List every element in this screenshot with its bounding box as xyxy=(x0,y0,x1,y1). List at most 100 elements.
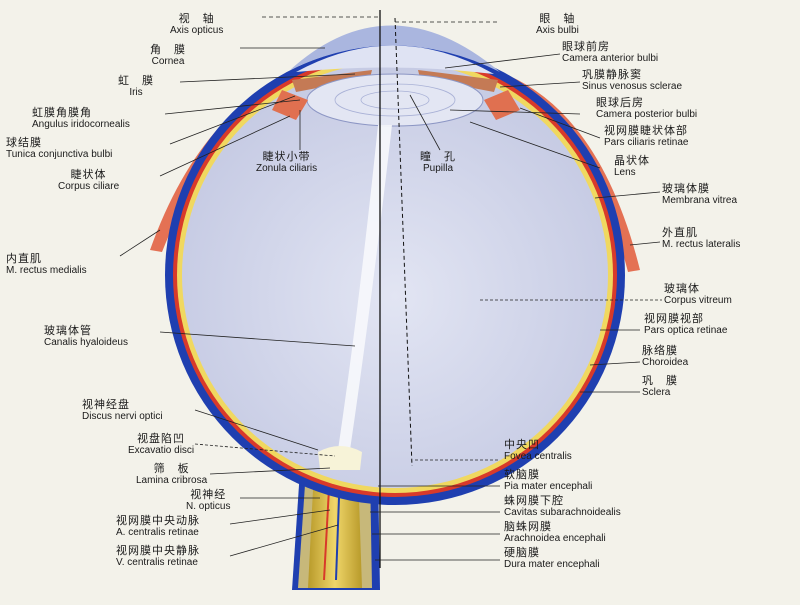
label-la: Lens xyxy=(614,167,636,178)
label-la: Corpus vitreum xyxy=(664,295,732,306)
label-zh: 虹膜角膜角 xyxy=(32,107,92,119)
label-la: Membrana vitrea xyxy=(662,195,738,206)
label-zh: 脑蛛网膜 xyxy=(504,521,552,533)
label-zh: 巩膜静脉窦 xyxy=(582,69,642,81)
iris-left xyxy=(292,70,372,92)
label-zh: 球结膜 xyxy=(6,137,42,149)
label-lamina-cribrosa: 筛 板 Lamina cribrosa xyxy=(136,463,208,487)
label-la: Lamina cribrosa xyxy=(136,475,208,486)
label-zh: 筛 板 xyxy=(153,463,190,475)
eye-axis-line xyxy=(394,17,413,467)
label-zh: 外直肌 xyxy=(662,227,698,239)
label-discus-nervi: 视神经盘 Discus nervi optici xyxy=(82,399,163,423)
label-zh: 视网膜中央动脉 xyxy=(116,515,200,527)
label-rectus-lateralis: 外直肌 M. rectus lateralis xyxy=(662,227,741,251)
cornea xyxy=(290,25,500,72)
label-la: N. opticus xyxy=(186,501,231,512)
label-pia-mater: 软脑膜 Pia mater encephali xyxy=(504,470,593,493)
label-pupilla: 瞳 孔 Pupilla xyxy=(420,152,456,175)
label-cornea: 角 膜 Cornea xyxy=(150,44,186,68)
label-zh: 中央凹 xyxy=(504,439,540,451)
label-zh: 脉络膜 xyxy=(642,345,678,357)
lateral-rectus-muscle xyxy=(496,72,640,272)
ciliary-body-left xyxy=(272,90,308,120)
label-pars-ciliaris: 视网膜睫状体部 Pars ciliaris retinae xyxy=(604,125,689,149)
label-zh: 硬脑膜 xyxy=(504,547,540,559)
label-zh: 玻璃体 xyxy=(664,283,700,295)
label-zh: 玻璃体膜 xyxy=(662,183,710,195)
anterior-chamber xyxy=(296,45,494,74)
label-la: Pars ciliaris retinae xyxy=(604,137,689,148)
label-zh: 视网膜睫状体部 xyxy=(604,125,688,137)
label-sinus-venosus: 巩膜静脉窦 Sinus venosus sclerae xyxy=(582,69,682,93)
leader-lines xyxy=(119,16,662,561)
label-iris: 虹 膜 Iris xyxy=(118,75,154,99)
label-zh: 视 轴 xyxy=(178,13,215,25)
label-la: Axis bulbi xyxy=(536,25,579,36)
label-canalis-hyaloideus: 玻璃体管 Canalis hyaloideus xyxy=(44,325,128,349)
label-angulus: 虹膜角膜角 Angulus iridocornealis xyxy=(32,107,130,131)
label-corpus-vitreum: 玻璃体 Corpus vitreum xyxy=(664,283,732,307)
label-la: Sclera xyxy=(642,387,671,398)
label-zh: 眼球后房 xyxy=(596,97,644,109)
label-la: Pupilla xyxy=(422,163,454,174)
label-la: Cornea xyxy=(151,56,185,67)
label-arachnoidea: 脑蛛网膜 Arachnoidea encephali xyxy=(504,521,606,545)
label-n-opticus: 视神经 N. opticus xyxy=(186,489,231,513)
label-zh: 睫状小带 xyxy=(262,151,311,163)
label-zh: 视网膜中央静脉 xyxy=(116,545,200,557)
label-la: V. centralis retinae xyxy=(116,557,198,568)
label-zh: 晶状体 xyxy=(614,155,650,167)
label-sclera: 巩 膜 Sclera xyxy=(642,375,678,399)
hyaloid-canal xyxy=(338,125,392,450)
label-la: Dura mater encephali xyxy=(504,559,600,570)
label-excavatio: 视盘陷凹 Excavatio disci xyxy=(128,433,195,457)
label-la: Corpus ciliare xyxy=(58,181,120,192)
label-cavitas: 蛛网膜下腔 Cavitas subarachnoidealis xyxy=(504,495,621,519)
label-la: Angulus iridocornealis xyxy=(32,119,130,130)
label-la: Cavitas subarachnoidealis xyxy=(504,507,621,518)
lens xyxy=(306,73,484,127)
optic-disc xyxy=(318,446,362,470)
label-la: Tunica conjunctiva bulbi xyxy=(6,149,113,160)
label-la: Iris xyxy=(129,87,143,98)
label-rectus-medialis: 内直肌 M. rectus medialis xyxy=(6,253,87,277)
label-zh: 视盘陷凹 xyxy=(137,433,186,445)
label-zh: 眼 轴 xyxy=(539,13,576,25)
label-zh: 内直肌 xyxy=(6,253,42,265)
label-la: A. centralis retinae xyxy=(116,527,199,538)
label-zh: 睫状体 xyxy=(70,169,107,181)
label-zh: 视神经盘 xyxy=(82,399,130,411)
label-la: M. rectus lateralis xyxy=(662,239,741,250)
ciliary-body-right xyxy=(484,90,520,120)
label-pars-optica: 视网膜视部 Pars optica retinae xyxy=(644,314,727,337)
label-axis-opticus: 视 轴 Axis opticus xyxy=(170,13,223,37)
label-la: Choroidea xyxy=(642,357,689,368)
label-corpus-ciliare: 睫状体 Corpus ciliare xyxy=(58,169,120,193)
label-membrana-vitrea: 玻璃体膜 Membrana vitrea xyxy=(662,183,738,207)
label-v-centralis: 视网膜中央静脉 V. centralis retinae xyxy=(116,545,200,569)
label-zh: 巩 膜 xyxy=(642,375,678,387)
label-zh: 蛛网膜下腔 xyxy=(504,495,564,507)
iris-right xyxy=(418,70,498,92)
label-zh: 眼球前房 xyxy=(562,41,610,53)
vitreous-body xyxy=(182,62,608,488)
label-la: Excavatio disci xyxy=(128,445,195,456)
label-zh: 视神经 xyxy=(190,489,227,501)
label-la: Camera posterior bulbi xyxy=(596,109,698,120)
label-zh: 虹 膜 xyxy=(118,75,154,87)
label-la: Fovea centralis xyxy=(504,451,572,462)
label-zh: 玻璃体管 xyxy=(44,325,92,337)
label-fovea: 中央凹 Fovea centralis xyxy=(504,439,572,463)
label-zonula: 睫状小带 Zonula ciliaris xyxy=(256,151,317,175)
label-a-centralis: 视网膜中央动脉 A. centralis retinae xyxy=(116,515,200,539)
label-la: Pia mater encephali xyxy=(504,481,593,492)
label-axis-bulbi: 眼 轴 Axis bulbi xyxy=(536,13,579,37)
label-choroidea: 脉络膜 Choroidea xyxy=(642,345,689,369)
label-la: Arachnoidea encephali xyxy=(504,533,606,544)
label-zh: 角 膜 xyxy=(150,44,186,56)
label-la: Camera anterior bulbi xyxy=(562,53,659,64)
label-dura-mater: 硬脑膜 Dura mater encephali xyxy=(504,547,600,571)
